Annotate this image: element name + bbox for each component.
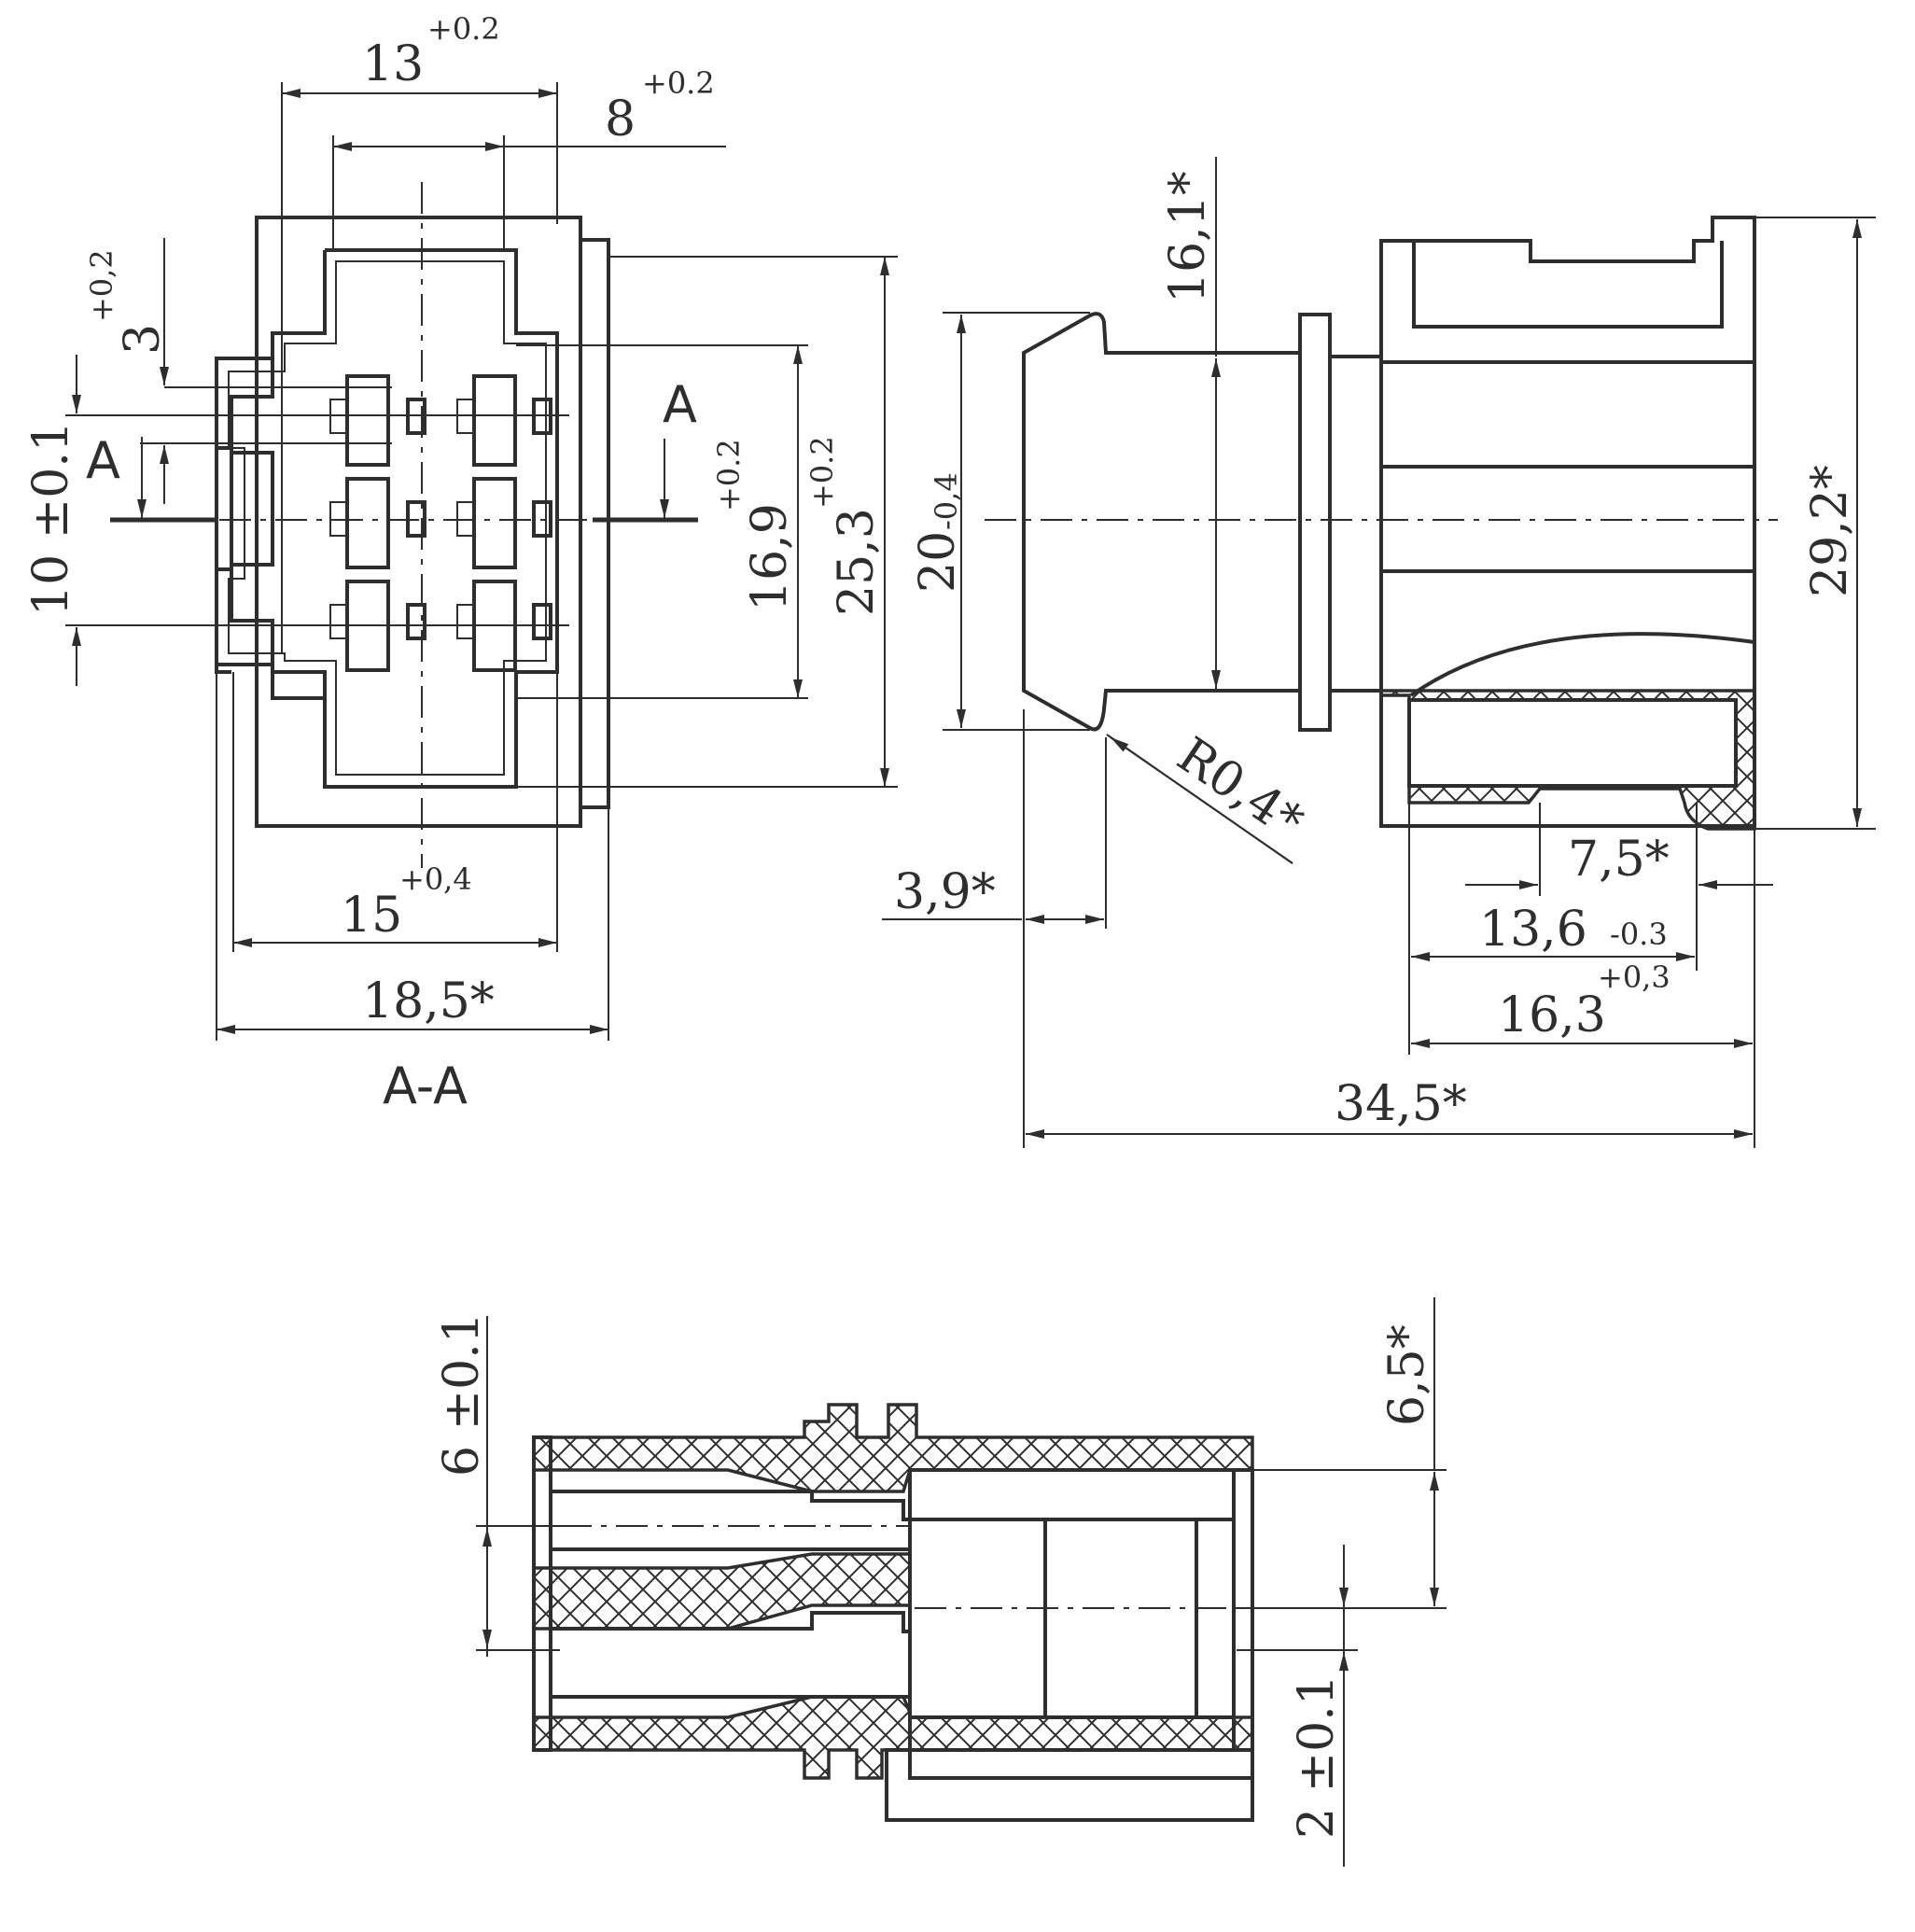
bottom-shell-bottom-wall: [532, 1695, 1254, 1780]
dim-label-16-3: 16,3: [1498, 987, 1606, 1043]
front-view-section: A A: [23, 11, 898, 1115]
bottom-shell-rear-edge: [532, 1435, 552, 1752]
bottom-receptacle-base: [885, 1748, 1254, 1822]
dim-leader-radius: [1110, 736, 1293, 864]
tol-label-15: +0,4: [399, 861, 472, 897]
terminal-tab: [456, 604, 475, 639]
side-body-outline: [1379, 216, 1756, 828]
dim-label-20: 20: [910, 531, 966, 593]
bottom-receptacle-body: [908, 1468, 1254, 1780]
front-extension-lines: [65, 82, 898, 1041]
tol-label-13-6: -0.3: [1610, 917, 1668, 952]
side-extension-lines: [943, 157, 1876, 1148]
terminal-large: [345, 374, 390, 467]
dim-label-34-5: 34,5*: [1335, 1076, 1467, 1132]
dim-label-radius: R0,4*: [1167, 727, 1313, 850]
side-flange: [1298, 313, 1332, 732]
dim-label-6: 6 ±0.1: [434, 1312, 490, 1477]
side-body-top-pocket: [1412, 241, 1724, 329]
dim-label-16-1: 16,1*: [1160, 171, 1216, 303]
dim-label-18-5: 18,5*: [362, 973, 495, 1029]
terminal-large: [472, 374, 517, 467]
dim-label-13-6: 13,6: [1479, 902, 1587, 958]
dim-label-29-2: 29,2*: [1802, 465, 1858, 597]
terminal-tab: [329, 604, 348, 639]
section-caption: A-A: [383, 1057, 468, 1115]
dim-label-16-9: 16,9: [742, 503, 798, 611]
section-label-right: A: [663, 375, 697, 434]
front-cavity-inner: [228, 260, 547, 776]
dim-label-13: 13: [362, 36, 424, 92]
side-view: 16,1* 20 -0,4 29,2* R0,4* 3,9* 7,5* 13,6…: [882, 157, 1876, 1148]
terminal-large: [345, 477, 390, 569]
front-cavity-stepped-profile: [215, 250, 327, 787]
tol-label-8: +0.2: [642, 65, 715, 101]
dim-label-10: 10 ±0.1: [23, 421, 79, 616]
dim-label-7-5: 7,5*: [1568, 832, 1670, 888]
tol-label-25-3: +0.2: [804, 436, 840, 509]
dim-label-25-3: 25,3: [829, 508, 885, 616]
dim-label-6-5: 6,5*: [1379, 1324, 1435, 1426]
bottom-shell-center-wall: [532, 1552, 912, 1631]
bottom-shell-top-wall: [532, 1403, 1254, 1493]
terminal-small: [406, 603, 426, 640]
dim-label-2: 2 ±0.1: [1289, 1674, 1345, 1839]
side-latch-nose: [1022, 312, 1302, 732]
dim-label-3-9: 3,9*: [894, 864, 996, 920]
tol-label-13: +0.2: [427, 11, 500, 47]
tol-label-16-3: +0,3: [1598, 959, 1670, 995]
bottom-upper-channel: [551, 1490, 912, 1551]
dim-label-3: 3: [115, 324, 171, 355]
front-housing-outline: [255, 216, 582, 828]
bottom-view-section: 6 ±0.1 6,5* 2 ±0.1: [434, 1297, 1447, 1867]
side-latch-arc: [1409, 632, 1755, 697]
terminal-large: [472, 477, 517, 569]
dim-label-15: 15: [341, 888, 402, 944]
dim-label-8: 8: [605, 91, 636, 147]
terminal-small: [532, 500, 552, 538]
front-housing-flange: [579, 238, 610, 809]
terminal-small: [532, 603, 552, 640]
tol-label-3: +0,2: [84, 249, 119, 322]
section-label-left: A: [86, 431, 120, 490]
side-lower-cavity: [1407, 698, 1738, 788]
tol-label-16-9: +0.2: [711, 439, 747, 511]
tol-label-20: -0,4: [929, 472, 964, 530]
